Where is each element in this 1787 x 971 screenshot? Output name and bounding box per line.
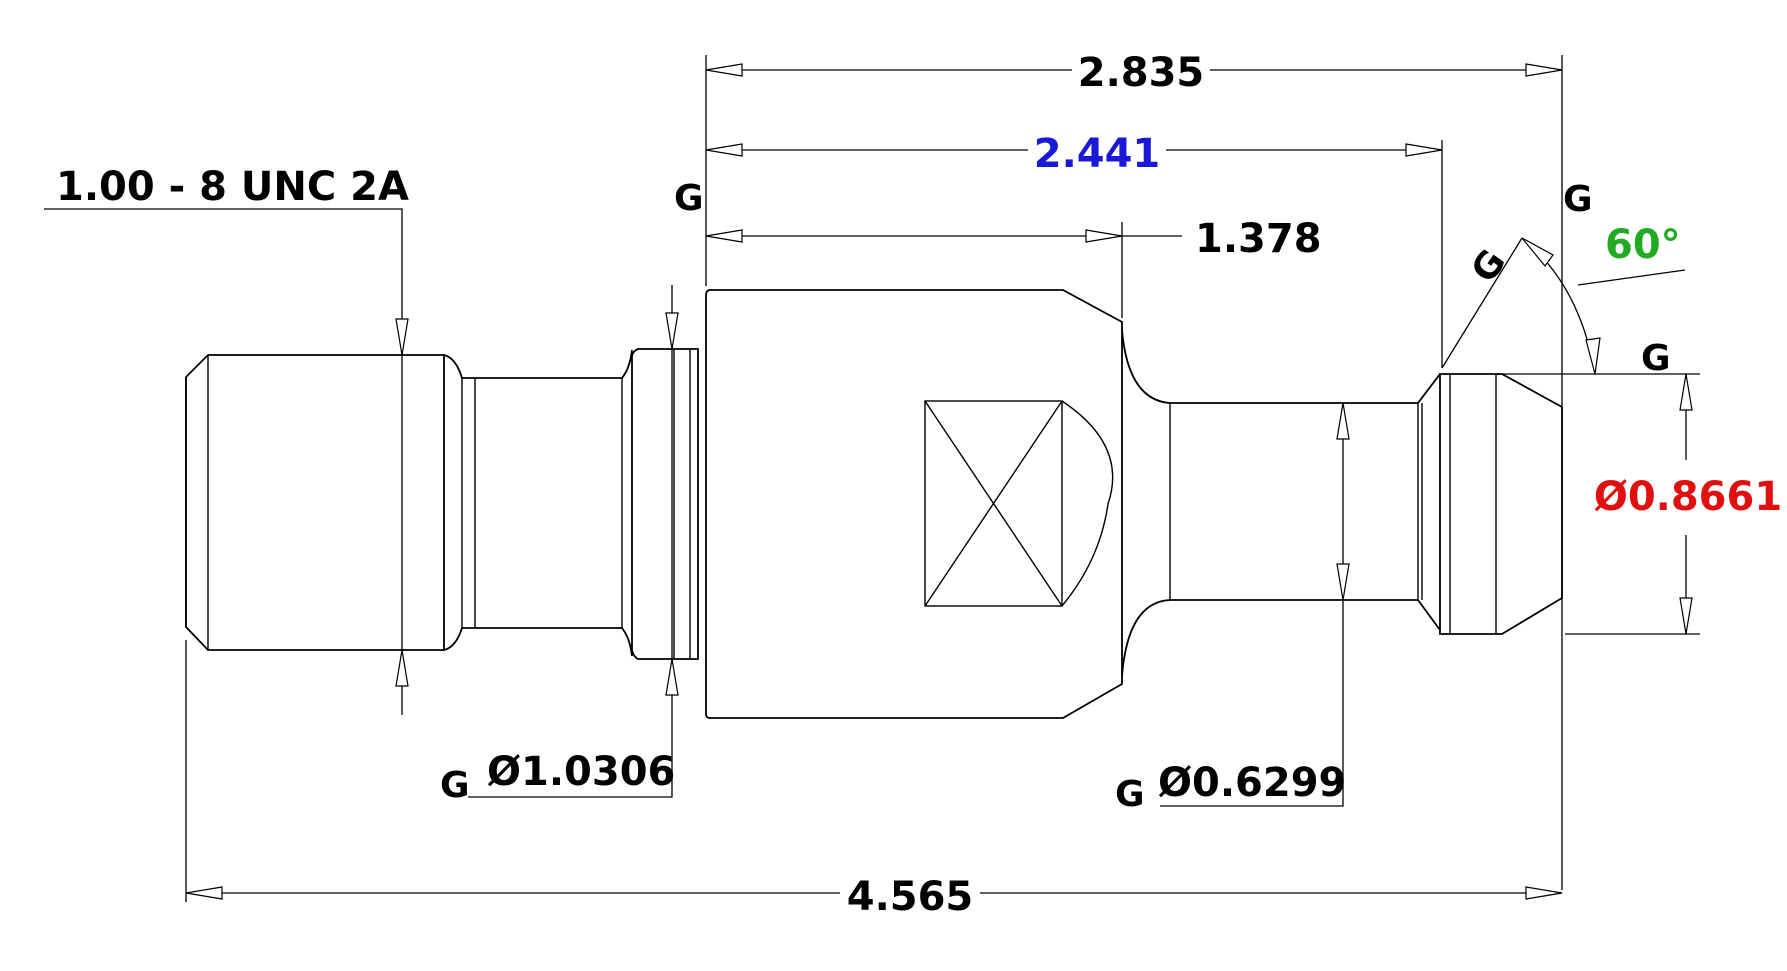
gauge-mark: G [1563,179,1593,220]
gauge-mark: G [440,765,470,806]
gauge-marks: G G G G G G [440,178,1671,815]
angle-60: 60° [1605,222,1681,268]
dimension-labels: 2.835 2.441 1.378 4.565 1.00 - 8 UNC 2A … [56,50,1782,920]
dim-2441: 2.441 [1034,131,1161,177]
main-body [705,289,1123,719]
part-outline [185,289,1563,719]
retention-head [1439,373,1563,635]
gauge-mark: G [1115,774,1145,815]
gauge-mark: G [1641,338,1671,379]
gauge-mark: G [674,178,704,219]
dim-2835: 2.835 [1078,50,1205,96]
dim-dia-06299: Ø0.6299 [1158,760,1346,806]
thread-callout: 1.00 - 8 UNC 2A [56,164,409,210]
dim-4565: 4.565 [847,874,974,920]
dimension-lines [44,63,1693,900]
dim-dia-08661: Ø0.8661 [1594,474,1782,520]
dim-dia-10306: Ø1.0306 [487,749,675,795]
wrench-flat [924,400,1063,607]
shank [1170,402,1418,601]
extension-lines [185,55,1700,902]
threaded-end [185,354,445,651]
collar [631,348,699,660]
dim-1378: 1.378 [1195,216,1322,262]
gauge-mark: G [1464,242,1515,290]
